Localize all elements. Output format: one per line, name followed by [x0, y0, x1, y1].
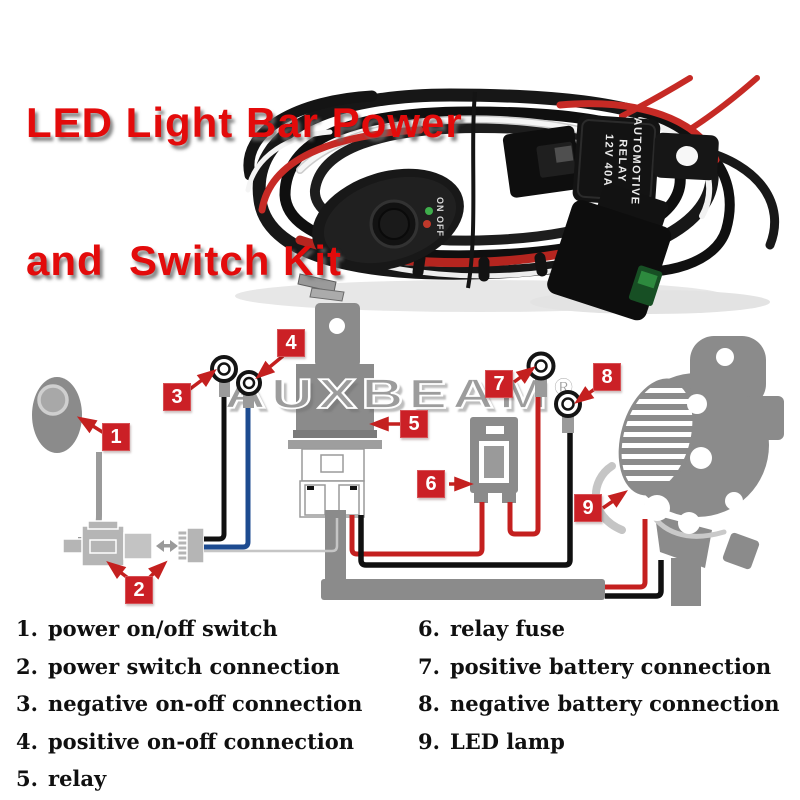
swap-arrow-icon: [156, 540, 178, 552]
diagram-output-cable: [321, 510, 605, 600]
green-fuse: [637, 270, 658, 289]
relay-connector-photo: [502, 125, 582, 198]
legend-item-2: 2.power switch connection: [16, 653, 340, 679]
title-line2: and Switch Kit: [26, 237, 343, 284]
fuse-holder-photo: [547, 183, 672, 321]
lamp-negative-wire: [605, 560, 664, 599]
lamp-positive-wire: [605, 519, 648, 590]
legend-item-5: 5.relay: [16, 766, 107, 791]
negative-battery-wire: [358, 430, 573, 568]
ring-terminal-7: [526, 351, 556, 397]
tie-wire: [466, 91, 477, 289]
relay-tab-photo: [653, 132, 719, 181]
callout-4: 4: [277, 329, 305, 357]
legend-item-1: 1.power on/off switch: [16, 616, 278, 641]
ring-terminal-3: [210, 355, 238, 397]
page-title: LED Light Bar Power and Switch Kit: [26, 8, 463, 376]
legend-item-8: 8.negative battery connection: [418, 691, 780, 716]
switch-onoff-print: ON OFF: [435, 197, 445, 237]
legend-item-3: 3.negative on-off connection: [16, 691, 363, 716]
callout-3: 3: [163, 383, 191, 411]
callout-8: 8: [593, 363, 621, 391]
positive-battery-wire: [507, 393, 541, 537]
callout-1: 1: [102, 423, 130, 451]
negative-onoff-wire: [204, 382, 227, 542]
positive-onoff-wire: [204, 395, 251, 550]
diagram-fuse-holder: [470, 417, 518, 503]
diagram-led-lamp: [592, 336, 784, 606]
ring-terminal-4: [236, 370, 262, 408]
callout-2: 2: [125, 576, 153, 604]
lamp-fins: [610, 388, 705, 481]
switch-pod-photo: [312, 168, 464, 272]
red-led-dot: [423, 220, 431, 228]
green-led-dot: [425, 207, 433, 215]
legend-right-column: 6.relay fuse 7.positive battery connecti…: [418, 614, 780, 764]
legend-item-9: 9.LED lamp: [418, 728, 565, 754]
diagram-relay: [288, 303, 382, 518]
legend-left-column: 1.power on/off switch 2.power switch con…: [16, 614, 362, 800]
signal-wire: [204, 518, 339, 553]
right-connector: [177, 527, 205, 564]
callout-5: 5: [400, 410, 428, 438]
legend-item-6: 6.relay fuse: [418, 616, 566, 641]
spade-terminals: [297, 273, 345, 302]
callout-9: 9: [574, 494, 602, 522]
relay-fuse-wire: [349, 502, 485, 557]
callout-6: 6: [417, 470, 445, 498]
legend-item-7: 7.positive battery connection: [418, 653, 772, 679]
title-line1: LED Light Bar Power: [26, 99, 463, 146]
callout-7: 7: [485, 370, 513, 398]
callout-arrows: [76, 354, 628, 580]
legend-item-4: 4.positive on-off connection: [16, 728, 355, 754]
relay-print: AUTOMOTIVE RELAY 12V 40A: [601, 117, 644, 206]
diagram-switch-connectors: [62, 520, 205, 567]
ring-terminal-8: [554, 390, 582, 433]
